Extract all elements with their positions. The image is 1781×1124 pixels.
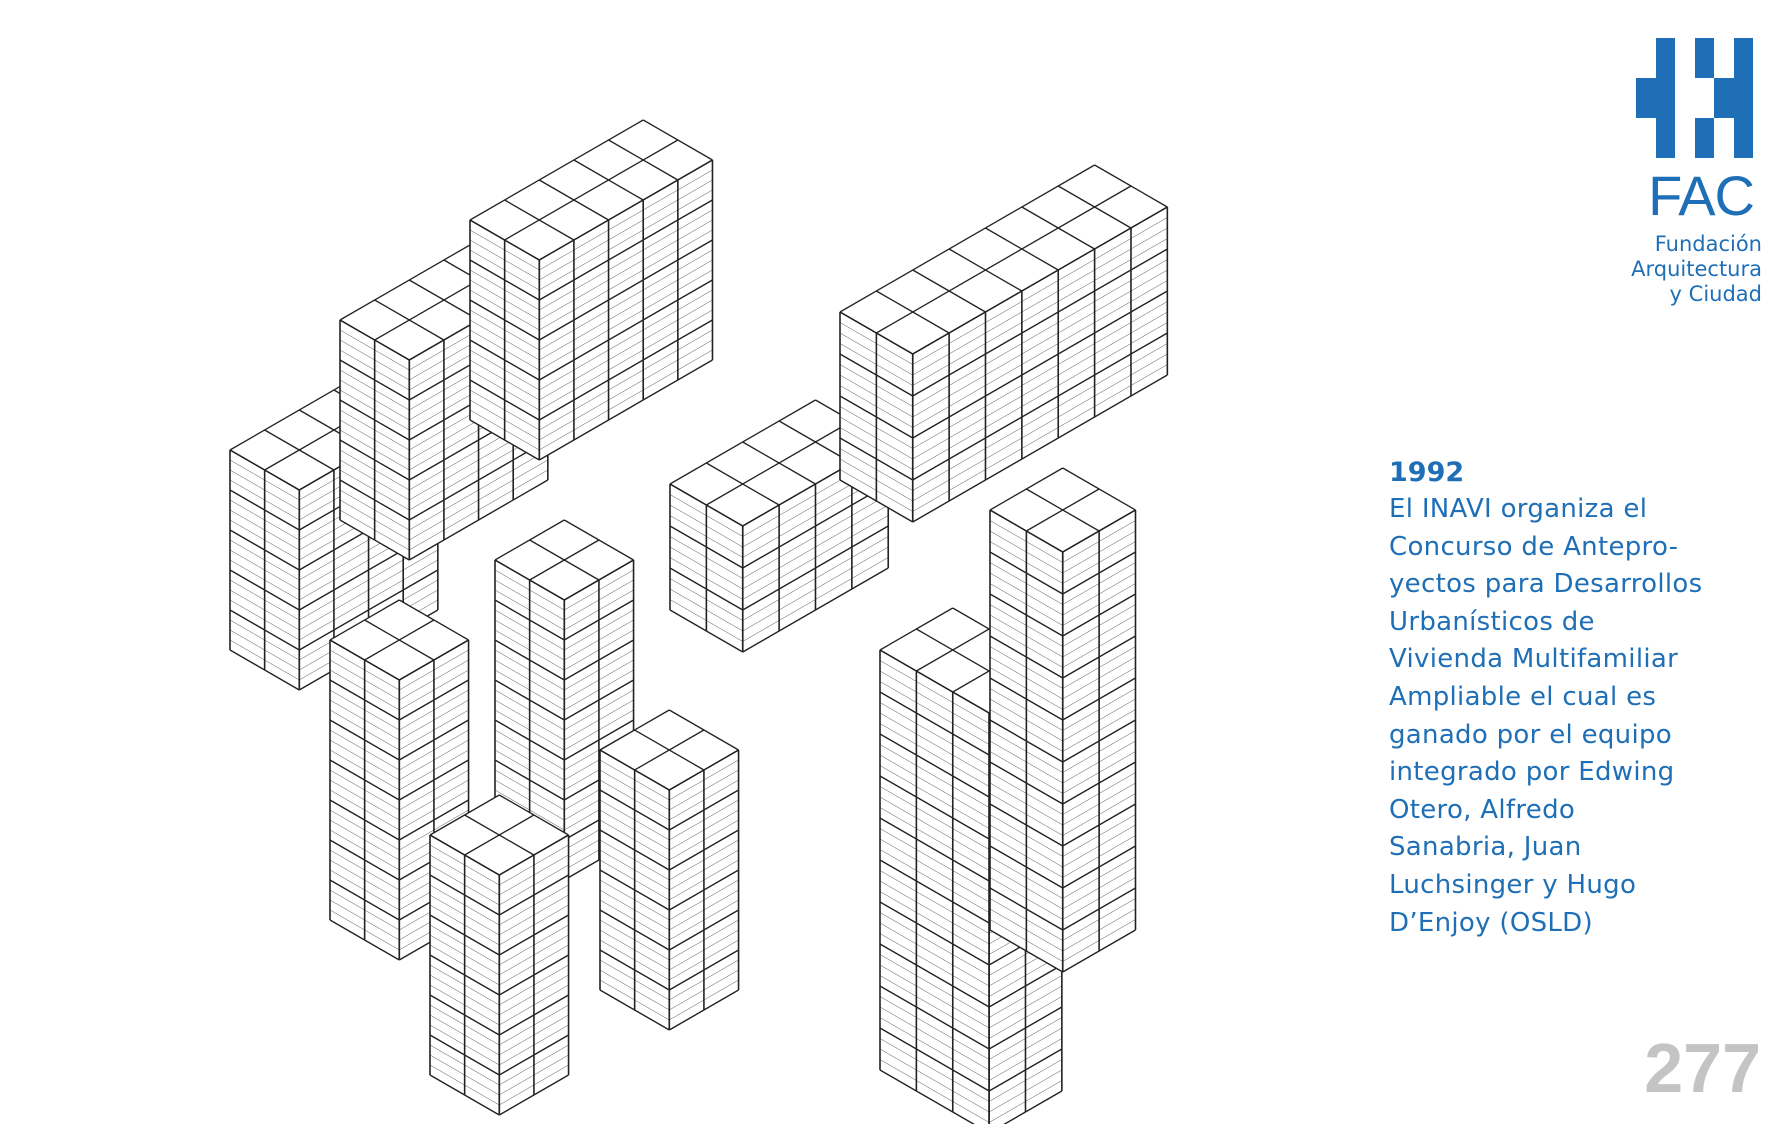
building-block-upper-left-c — [469, 119, 714, 461]
logo-organization-name: Fundación Arquitectura y Ciudad — [1560, 232, 1762, 307]
tower-cluster-c — [599, 709, 740, 1031]
caption-line: integrado por Edwing — [1389, 757, 1675, 788]
tower-cluster-b — [494, 519, 635, 881]
page-number: 277 — [1644, 1029, 1761, 1107]
logo-acronym: FAC — [1648, 164, 1755, 227]
logo-name-line: Fundación — [1654, 232, 1762, 256]
caption-line: Sanabria, Juan — [1389, 832, 1582, 863]
caption-line: yectos para Desarrollos — [1389, 569, 1703, 600]
caption-line: Vivienda Multifamiliar — [1389, 644, 1679, 675]
caption-line: Otero, Alfredo — [1389, 794, 1576, 825]
caption-line: ganado por el equipo — [1389, 719, 1672, 750]
tower-right-b — [989, 467, 1137, 973]
tower-cluster-d — [429, 794, 570, 1116]
fac-logo-icon — [1636, 38, 1753, 158]
caption: 1992 El INAVI organiza el Concurso de An… — [1389, 455, 1702, 942]
caption-line: D’Enjoy (OSLD) — [1389, 907, 1593, 938]
caption-line: Concurso de Antepro- — [1389, 531, 1679, 562]
caption-line: El INAVI organiza el — [1389, 494, 1648, 524]
caption-line: Urbanísticos de — [1389, 606, 1595, 637]
caption-line: Ampliable el cual es — [1389, 681, 1657, 712]
caption-year: 1992 — [1389, 457, 1465, 488]
logo-name-line: y Ciudad — [1669, 282, 1762, 306]
caption-line: Luchsinger y Hugo — [1389, 869, 1637, 900]
logo-name-line: Arquitectura — [1631, 257, 1762, 281]
row-housing-b — [839, 164, 1169, 523]
